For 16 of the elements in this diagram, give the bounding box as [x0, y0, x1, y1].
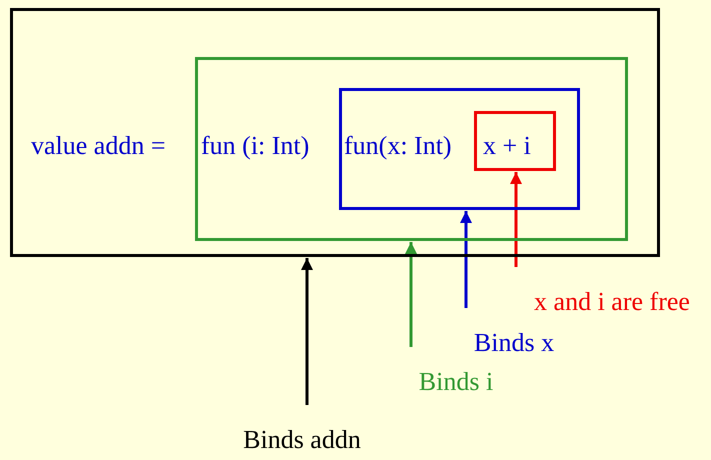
code-text: x + i [483, 131, 531, 161]
outer-scope-box [10, 8, 660, 257]
annotation-text: Binds i [418, 367, 494, 397]
inner-function-box [339, 88, 580, 210]
annotation-text: x and i are free [534, 287, 690, 317]
code-text: value addn = [31, 131, 166, 161]
arrow [405, 242, 417, 347]
annotation-text: Binds addn [243, 425, 361, 455]
function-scope-box [195, 57, 628, 241]
arrow [301, 258, 313, 405]
expression-box [474, 111, 556, 171]
annotation-text: Binds x [474, 328, 554, 358]
arrow [510, 172, 522, 267]
arrow [460, 211, 472, 308]
code-text: fun(x: Int) [344, 131, 452, 161]
code-text: fun (i: Int) [201, 131, 310, 161]
